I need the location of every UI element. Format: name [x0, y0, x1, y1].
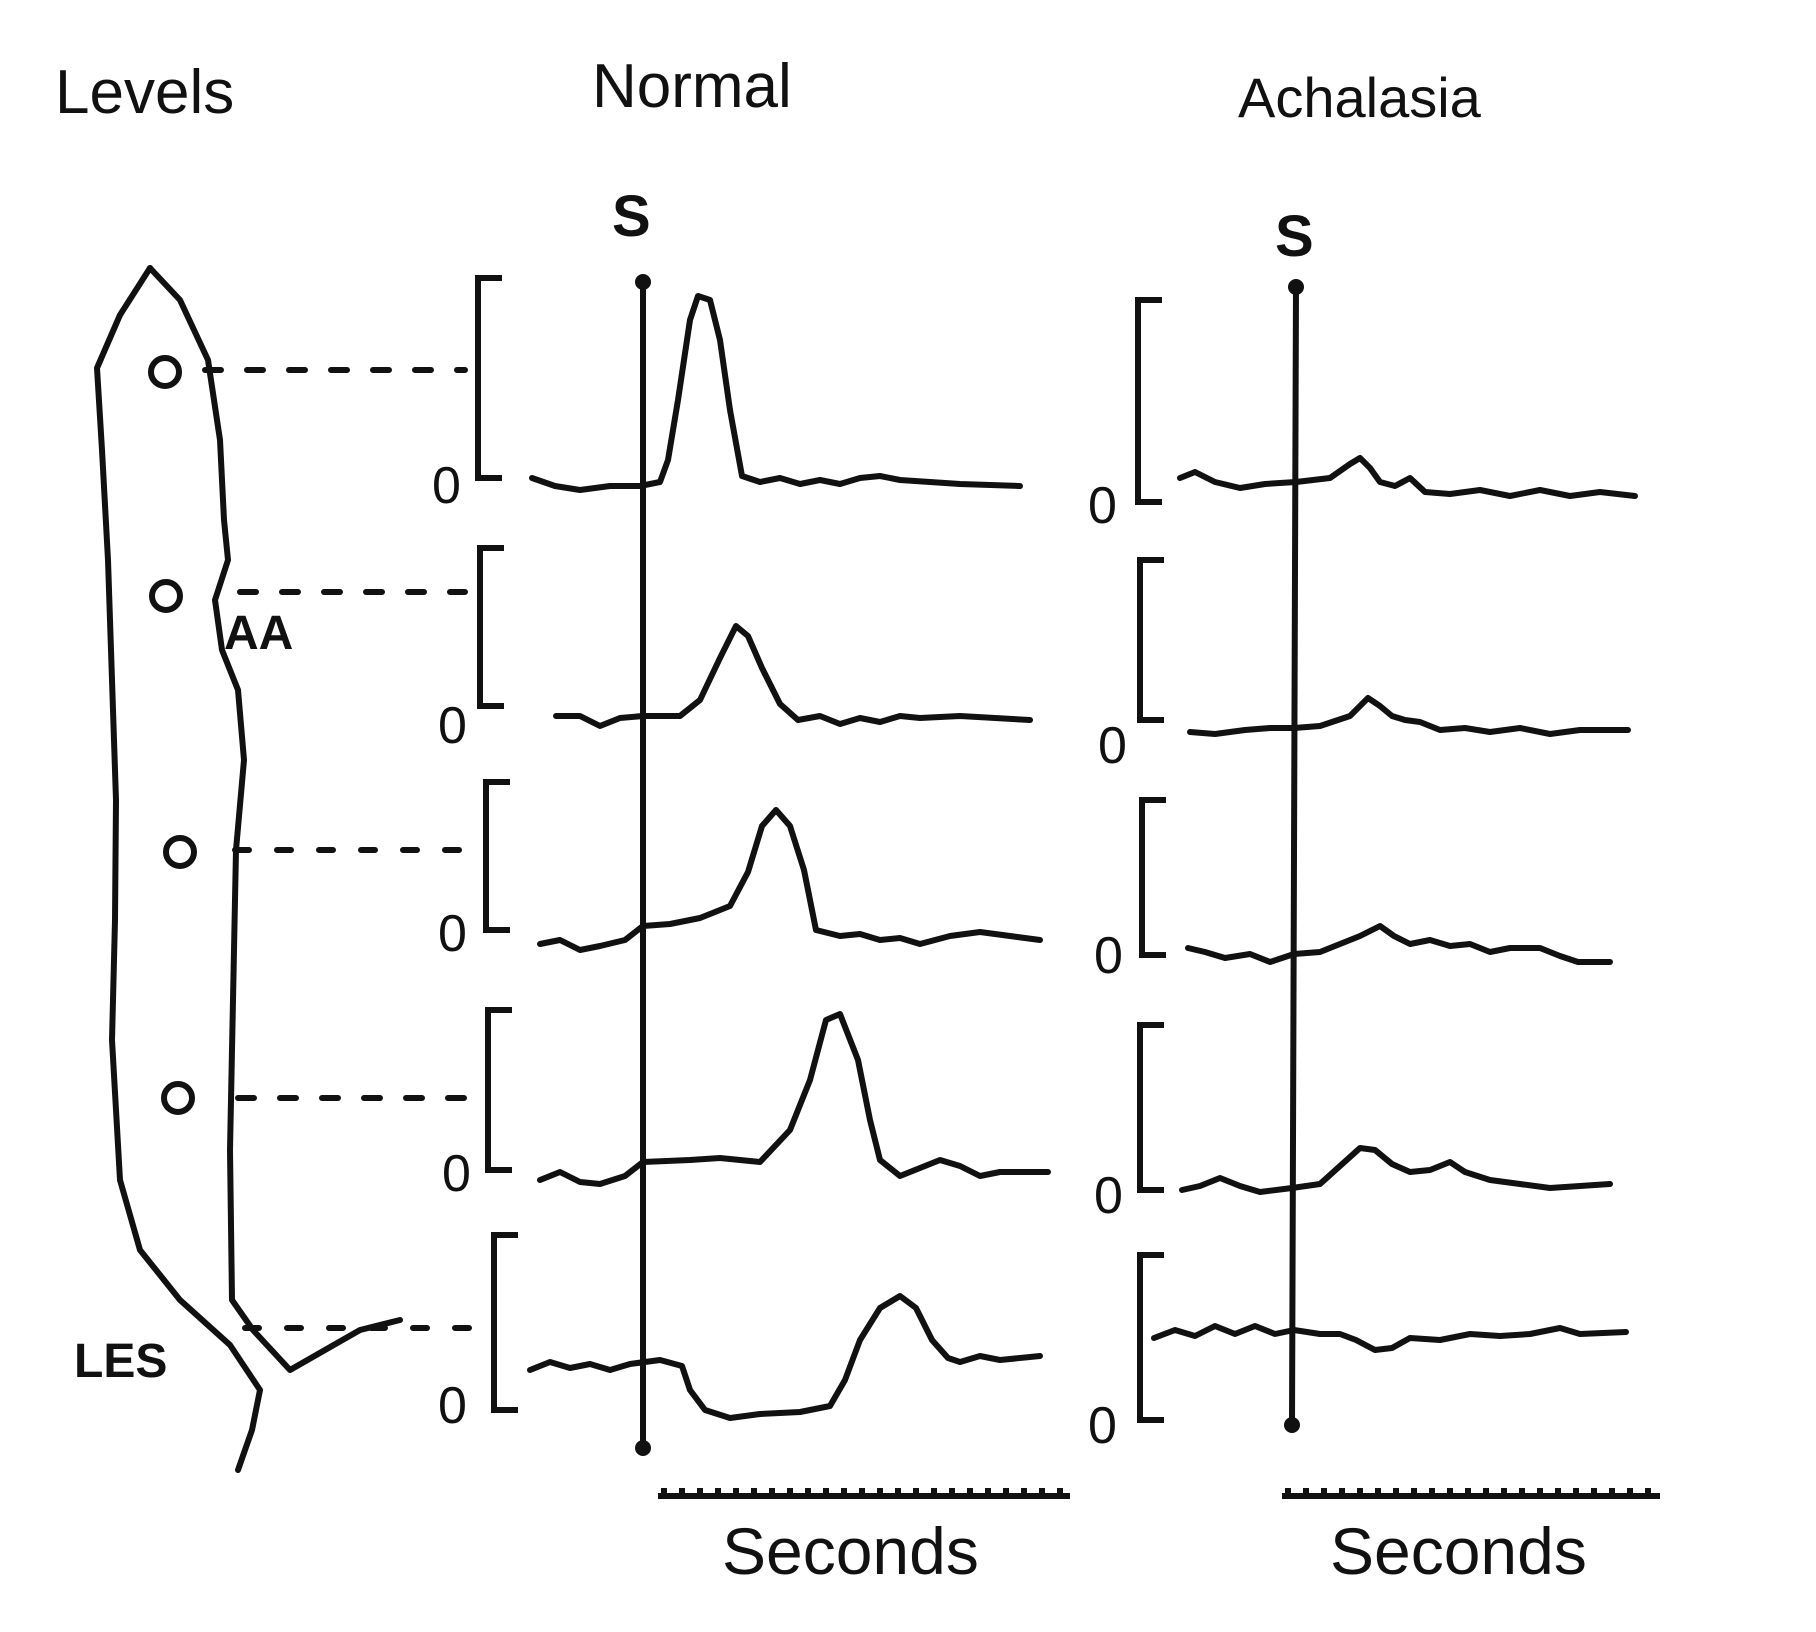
aortic-arch-label: AA	[224, 607, 294, 660]
achalasia-swallow-line	[1292, 285, 1296, 1425]
sensor-circle-4	[164, 1084, 192, 1112]
achalasia-trace-5	[1154, 1326, 1626, 1350]
achalasia-bracket-4	[1140, 1025, 1164, 1190]
normal-swallow-label: S	[612, 184, 651, 249]
normal-swallow-dot-top	[638, 277, 648, 287]
achalasia-trace-3	[1188, 926, 1610, 962]
normal-zero-1: 0	[432, 457, 461, 515]
esophagus-wall-right	[150, 268, 400, 1370]
achalasia-zero-3: 0	[1094, 927, 1123, 985]
achalasia-zero-2: 0	[1098, 717, 1127, 775]
achalasia-swallow-label: S	[1275, 204, 1314, 269]
normal-trace-4	[540, 1014, 1048, 1184]
achalasia-time-ruler	[1282, 1488, 1660, 1496]
achalasia-swallow-dot-bottom	[1287, 1420, 1297, 1430]
header-levels: Levels	[55, 58, 235, 127]
achalasia-trace-1	[1180, 458, 1635, 496]
normal-bracket-2	[480, 548, 504, 706]
normal-trace-2	[556, 626, 1030, 726]
normal-trace-5	[530, 1296, 1040, 1418]
header-achalasia: Achalasia	[1238, 66, 1481, 129]
achalasia-trace-4	[1182, 1148, 1610, 1192]
achalasia-bracket-5	[1140, 1255, 1164, 1420]
sensor-circle-1	[151, 358, 179, 386]
les-label: LES	[74, 1335, 168, 1388]
sensor-circle-2	[152, 582, 180, 610]
normal-bracket-5	[494, 1235, 518, 1410]
achalasia-bracket-1	[1138, 300, 1162, 502]
normal-time-label: Seconds	[722, 1514, 979, 1588]
normal-swallow-dot-bottom	[638, 1443, 648, 1453]
normal-trace-1	[532, 296, 1020, 490]
achalasia-bracket-3	[1142, 800, 1166, 955]
achalasia-time-label: Seconds	[1330, 1514, 1587, 1588]
normal-bracket-3	[486, 782, 510, 930]
sensor-circle-3	[166, 838, 194, 866]
header-normal: Normal	[592, 52, 792, 121]
normal-bracket-1	[478, 278, 502, 478]
normal-bracket-4	[488, 1010, 512, 1170]
normal-trace-3	[540, 810, 1040, 950]
esophagus-outline	[97, 268, 260, 1470]
normal-time-ruler	[658, 1488, 1070, 1496]
achalasia-zero-4: 0	[1094, 1167, 1123, 1225]
achalasia-bracket-2	[1140, 560, 1164, 720]
achalasia-swallow-dot-top	[1291, 282, 1301, 292]
normal-zero-3: 0	[438, 905, 467, 963]
achalasia-zero-1: 0	[1088, 477, 1117, 535]
normal-zero-2: 0	[438, 697, 467, 755]
achalasia-trace-2	[1190, 698, 1628, 734]
normal-zero-5: 0	[438, 1377, 467, 1435]
normal-zero-4: 0	[442, 1145, 471, 1203]
achalasia-zero-5: 0	[1088, 1397, 1117, 1455]
